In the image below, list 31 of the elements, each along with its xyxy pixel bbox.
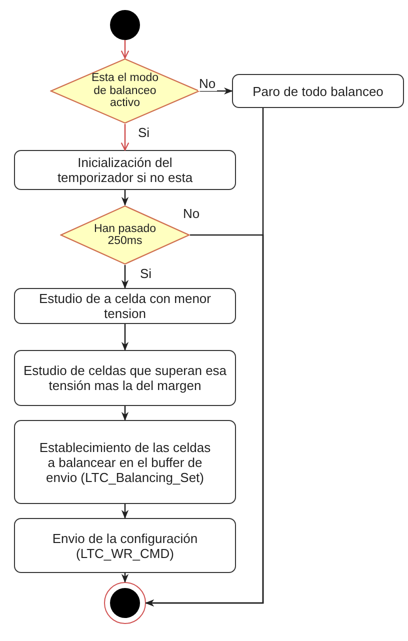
process-box <box>14 288 236 324</box>
node-text: Inicialización del temporizador si no esta <box>56 155 194 185</box>
arrow <box>200 87 233 95</box>
edge-label: No <box>198 77 217 91</box>
node-text: Estudio de a celda con menor tension <box>38 291 212 321</box>
process-box <box>232 74 404 108</box>
node-text: Establecimiento de las celdas a balancear en el buffer de envio (LTC_Balancing_Set) <box>38 440 212 484</box>
arrow <box>121 265 129 289</box>
node-text: Han pasado 250ms <box>92 222 158 248</box>
arrow <box>121 190 129 206</box>
arrow <box>121 406 129 421</box>
arrow <box>121 324 129 351</box>
process-box <box>14 150 236 190</box>
node-text: Estudio de celdas que superan esa tensión mas la del margen <box>22 363 228 393</box>
arrow <box>121 504 129 519</box>
node-text: Paro de todo balanceo <box>252 84 384 98</box>
process-box <box>14 420 236 504</box>
arrow <box>145 108 264 607</box>
arrow <box>121 573 129 583</box>
start-node <box>110 10 140 40</box>
process-box <box>14 350 236 406</box>
node-text: Esta el modo de balanceo activo <box>90 72 160 110</box>
edge-label: Si <box>139 267 153 281</box>
node-text: Envio de la configuración (LTC_WR_CMD) <box>51 530 199 560</box>
arrow <box>120 40 130 59</box>
end-node <box>104 582 146 624</box>
arrow <box>120 124 130 151</box>
edge-label: No <box>182 207 201 221</box>
edge-label: Si <box>137 126 151 140</box>
process-box <box>14 518 236 573</box>
decision-diamond <box>50 58 200 124</box>
